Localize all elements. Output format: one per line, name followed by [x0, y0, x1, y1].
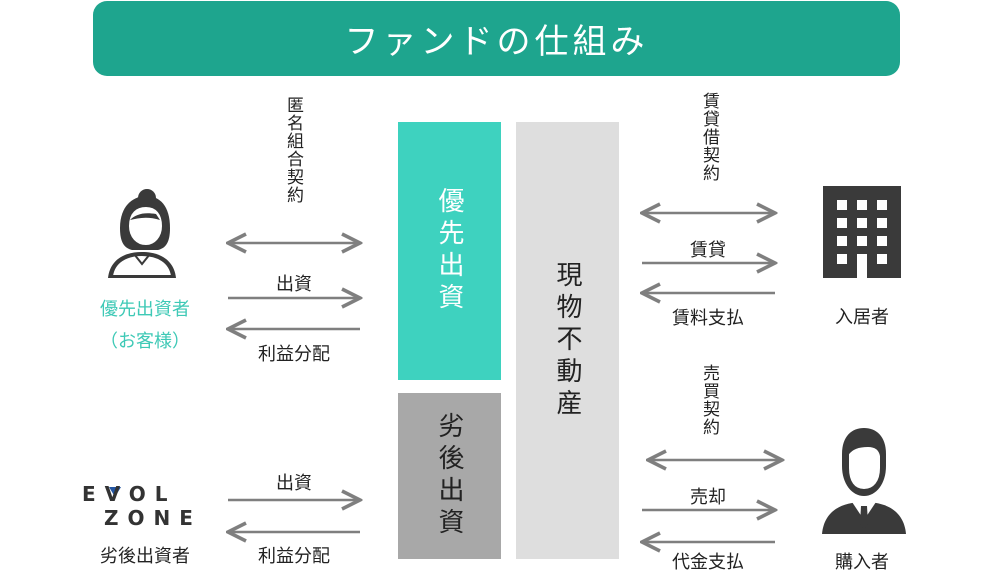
woman-person-icon	[108, 189, 176, 278]
sale-contract-label: 売買契約	[699, 364, 719, 436]
senior-investment-label: 出資	[276, 274, 312, 295]
lease-contract-label: 賃貸借契約	[699, 92, 719, 182]
businessman-icon	[822, 428, 906, 534]
title-bar: ファンドの仕組み	[93, 1, 900, 76]
real-estate-label: 現物不動産	[552, 260, 582, 421]
tenant-label: 入居者	[835, 307, 889, 328]
evol-zone-logo: EVOL ZONE	[80, 482, 210, 530]
junior-equity-block: 劣後出資	[398, 393, 501, 559]
senior-investor-sublabel: （お客様）	[100, 331, 190, 352]
senior-equity-block: 優先出資	[398, 122, 501, 380]
senior-investor-label: 優先出資者	[100, 299, 190, 320]
logo-bottom-text: ZONE	[104, 506, 202, 530]
page-title: ファンドの仕組み	[344, 22, 649, 62]
senior-distribution-label: 利益分配	[258, 344, 330, 365]
building-icon	[823, 186, 901, 278]
junior-investor-label: 劣後出資者	[100, 546, 190, 567]
junior-distribution-label: 利益分配	[258, 546, 330, 567]
real-estate-block: 現物不動産	[516, 122, 619, 559]
sale-label: 売却	[690, 487, 726, 508]
junior-equity-label: 劣後出資	[434, 412, 464, 540]
rent-payment-label: 賃料支払	[672, 308, 744, 329]
buyer-label: 購入者	[835, 552, 889, 573]
lease-label: 賃貸	[690, 240, 726, 261]
senior-equity-label: 優先出資	[434, 187, 464, 315]
junior-investment-label: 出資	[276, 473, 312, 494]
price-payment-label: 代金支払	[672, 552, 744, 573]
logo-triangle-icon	[109, 487, 121, 497]
anonymous-partnership-label: 匿名組合契約	[283, 96, 303, 204]
logo-top-text: EVOL	[82, 482, 177, 506]
